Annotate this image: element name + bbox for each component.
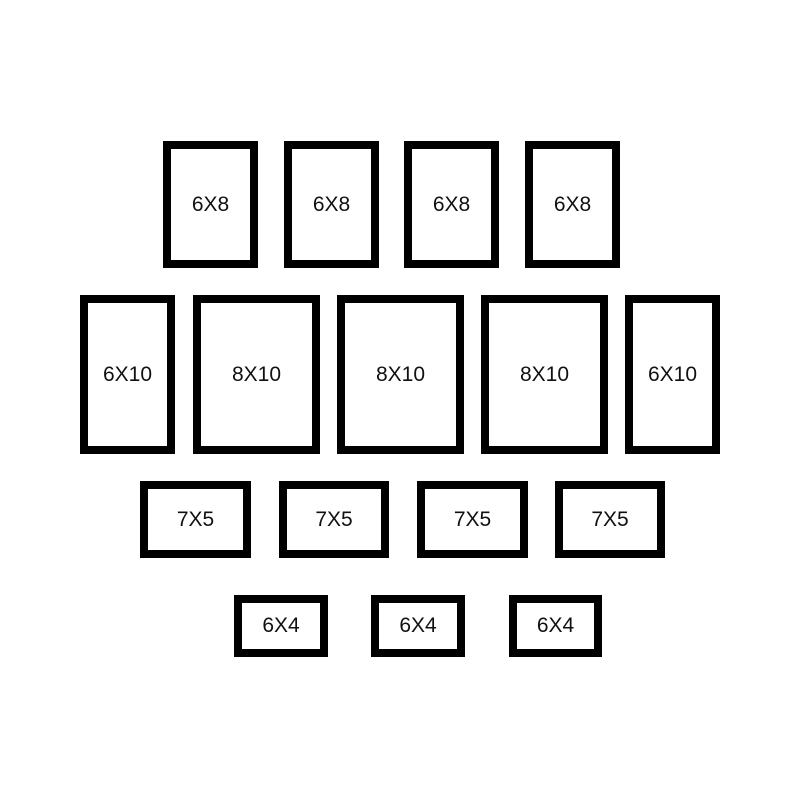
frame-label: 7X5 — [176, 507, 215, 531]
frame-6x4: 6X4 — [509, 595, 602, 657]
frame-label: 6X4 — [262, 614, 300, 637]
frame-6x8: 6X8 — [404, 141, 499, 268]
frame-6x10: 6X10 — [80, 295, 175, 454]
frame-6x10: 6X10 — [625, 295, 720, 454]
frame-label: 7X5 — [591, 507, 629, 531]
frame-7x5: 7X5 — [417, 481, 528, 558]
frame-6x4: 6X4 — [371, 595, 465, 657]
frame-label: 6X8 — [312, 192, 351, 216]
frame-label: 6X4 — [399, 614, 437, 637]
frame-6x4: 6X4 — [234, 595, 328, 657]
frame-label: 8X10 — [519, 362, 570, 386]
frame-label: 6X10 — [647, 362, 698, 386]
frame-label: 8X10 — [231, 362, 282, 386]
frame-8x10: 8X10 — [193, 295, 320, 454]
frame-label: 6X8 — [191, 192, 230, 216]
frame-label: 6X4 — [536, 614, 575, 637]
frame-label: 6X10 — [102, 362, 153, 386]
frame-label: 7X5 — [315, 507, 353, 531]
frame-7x5: 7X5 — [279, 481, 389, 558]
frame-6x8: 6X8 — [284, 141, 379, 268]
frame-6x8: 6X8 — [525, 141, 620, 268]
frame-8x10: 8X10 — [337, 295, 464, 454]
frame-label: 8X10 — [375, 362, 426, 386]
frame-label: 7X5 — [453, 507, 492, 531]
frame-label: 6X8 — [553, 192, 592, 216]
frame-7x5: 7X5 — [555, 481, 665, 558]
frame-7x5: 7X5 — [140, 481, 251, 558]
frame-label: 6X8 — [432, 192, 471, 216]
frame-8x10: 8X10 — [481, 295, 608, 454]
frame-6x8: 6X8 — [163, 141, 258, 268]
